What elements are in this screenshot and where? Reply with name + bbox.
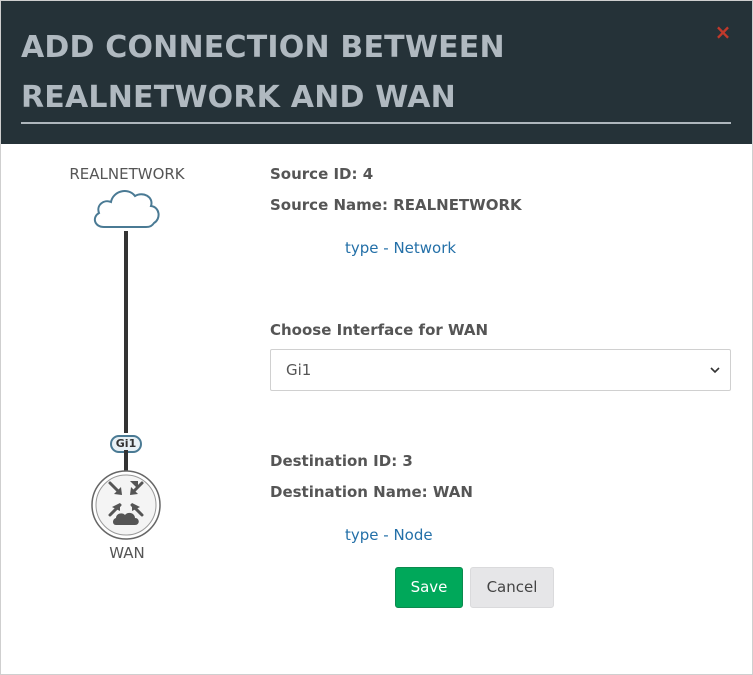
cancel-button[interactable]: Cancel	[470, 567, 554, 608]
connection-diagram: REALNETWORK Gi1 WAN	[41, 151, 221, 581]
source-name: Source Name: REALNETWORK	[270, 196, 522, 214]
source-type-link[interactable]: type - Network	[345, 239, 457, 257]
save-button[interactable]: Save	[395, 567, 463, 608]
interface-select-label: Choose Interface for WAN	[270, 321, 489, 339]
chevron-down-icon	[710, 367, 720, 374]
destination-name: Destination Name: WAN	[270, 483, 473, 501]
source-id: Source ID: 4	[270, 165, 374, 183]
cloud-icon	[93, 190, 160, 228]
connection-line-lower	[124, 450, 128, 472]
dialog-header: ADD CONNECTION BETWEEN REALNETWORK AND W…	[1, 1, 752, 144]
source-node-label: REALNETWORK	[69, 165, 185, 183]
title-divider	[21, 122, 731, 124]
router-icon	[91, 470, 161, 540]
interface-select-value: Gi1	[286, 361, 312, 379]
dialog-title: ADD CONNECTION BETWEEN REALNETWORK AND W…	[21, 30, 505, 115]
destination-node-label: WAN	[109, 544, 145, 562]
interface-select[interactable]: Gi1	[270, 349, 731, 391]
close-icon[interactable]: ×	[714, 20, 732, 44]
destination-id: Destination ID: 3	[270, 452, 413, 470]
connection-line	[124, 231, 128, 433]
destination-type-link[interactable]: type - Node	[345, 526, 433, 544]
